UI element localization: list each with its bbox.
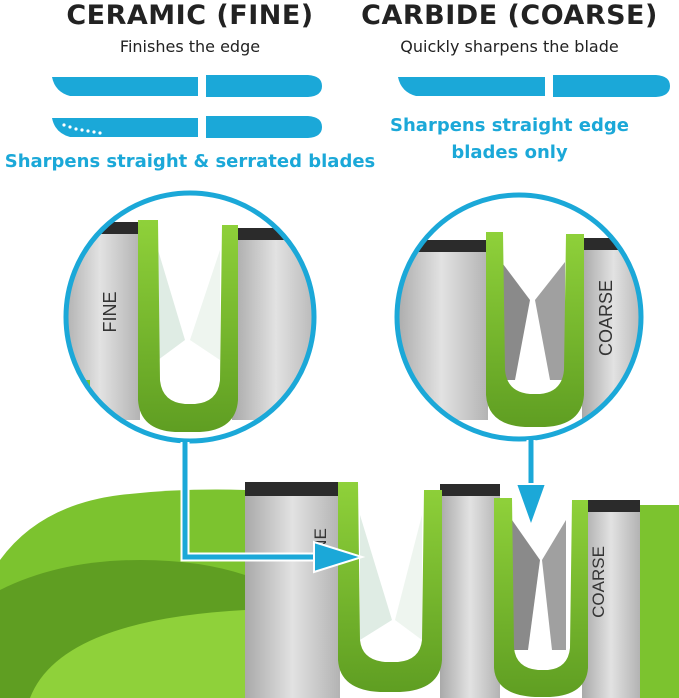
carbide-note-line2: blades only [451, 142, 568, 163]
ceramic-note: Sharpens straight & serrated blades [4, 151, 376, 172]
coarse-slot-label: COARSE [596, 280, 616, 356]
ceramic-title: CERAMIC (FINE) [66, 0, 314, 31]
coarse-closeup-label: COARSE [589, 546, 608, 618]
straight-knife-icon [52, 75, 322, 97]
carbide-subtitle: Quickly sharpens the blade [400, 37, 619, 56]
fine-slot-zoom: FINE [63, 190, 317, 444]
carbide-title: CARBIDE (COARSE) [361, 0, 658, 31]
coarse-pointer-arrow [514, 440, 548, 529]
coarse-slot-zoom: COARSE [394, 192, 644, 442]
ceramic-subtitle: Finishes the edge [119, 37, 261, 56]
fine-slot-label: FINE [100, 291, 120, 332]
sharpener-closeup: NE COARSE [0, 482, 679, 698]
carbide-note-line1: Sharpens straight edge [390, 115, 629, 136]
serrated-knife-icon [52, 116, 322, 138]
fine-pointer-arrow [180, 442, 366, 574]
straight-knife-icon-coarse [398, 75, 670, 97]
